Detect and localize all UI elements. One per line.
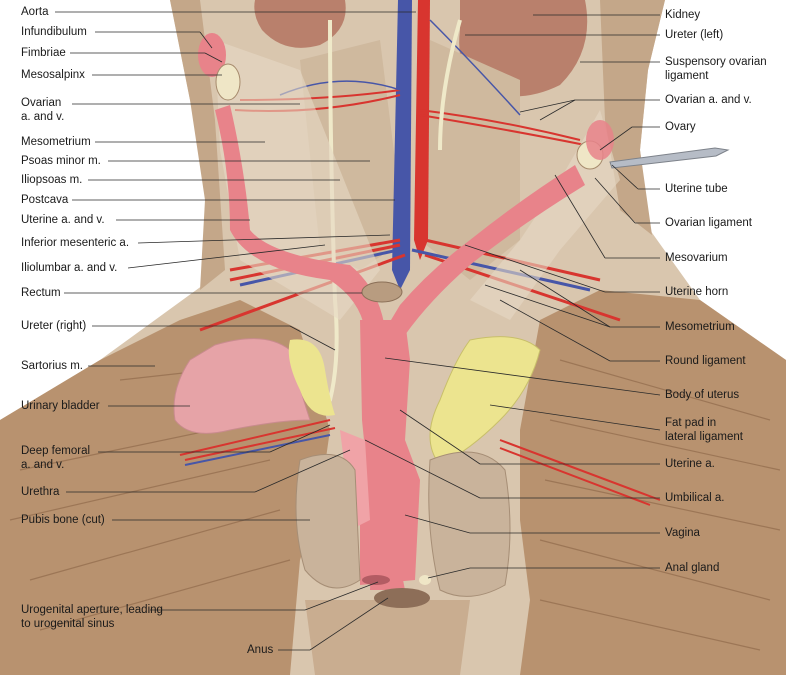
- infundibulum-shape: [198, 33, 226, 77]
- aorta-vessel: [414, 0, 430, 260]
- label-ovarian-ligament: Ovarian ligament: [665, 217, 752, 229]
- label-mesovarium: Mesovarium: [665, 252, 728, 264]
- label-deep-femoral: Deep femoral a. and v.: [21, 444, 90, 472]
- uterine-horn-right: [385, 165, 585, 335]
- label-urethra: Urethra: [21, 486, 60, 498]
- label-vagina: Vagina: [665, 527, 700, 539]
- label-pubis-bone: Pubis bone (cut): [21, 514, 105, 526]
- label-ureter-left: Ureter (left): [665, 29, 724, 41]
- label-body-of-uterus: Body of uterus: [665, 389, 740, 401]
- urogenital-aperture-shape: [362, 575, 390, 585]
- rectum-shape: [361, 281, 403, 303]
- label-suspensory-ligament: Suspensory ovarian ligament: [665, 55, 767, 83]
- leader-lines: [55, 11, 661, 651]
- label-urogenital-aperture-line1: Urogenital aperture, leading: [21, 604, 163, 616]
- label-mesometrium-left: Mesometrium: [21, 136, 91, 148]
- label-deep-femoral-line2: a. and v.: [21, 459, 65, 471]
- label-urinary-bladder: Urinary bladder: [21, 400, 100, 412]
- deep-femoral-vessels: [179, 419, 336, 461]
- label-ovarian-av-left-line2: a. and v.: [21, 111, 65, 123]
- label-urogenital-aperture: Urogenital aperture, leading to urogenit…: [21, 603, 163, 631]
- label-iliopsoas: Iliopsoas m.: [21, 174, 83, 186]
- postcava-vessel: [392, 0, 412, 290]
- label-anus: Anus: [247, 644, 274, 656]
- label-rectum: Rectum: [21, 287, 61, 299]
- left-thigh-striations: [9, 359, 301, 631]
- label-anal-gland: Anal gland: [665, 562, 720, 574]
- label-kidney: Kidney: [665, 9, 701, 21]
- right-femoral-vessels: [499, 439, 661, 506]
- label-uterine-a: Uterine a.: [665, 458, 715, 470]
- label-ovarian-av-left-line1: Ovarian: [21, 97, 62, 109]
- label-fimbriae: Fimbriae: [21, 47, 66, 59]
- fat-pad-left: [288, 339, 335, 416]
- label-ureter-right: Ureter (right): [21, 320, 87, 332]
- deep-femoral-vein: [184, 434, 331, 466]
- bladder-shape: [173, 338, 311, 434]
- vagina-shape: [360, 440, 420, 585]
- label-suspensory-ligament-line2: ligament: [665, 70, 709, 82]
- label-urogenital-aperture-line2: to urogenital sinus: [21, 618, 115, 630]
- body-wall-left-shade: [170, 0, 225, 290]
- label-aorta: Aorta: [21, 6, 49, 18]
- label-uterine-av: Uterine a. and v.: [21, 214, 105, 226]
- label-postcava: Postcava: [21, 194, 69, 206]
- uterine-horn-left: [215, 105, 385, 330]
- pubis-left: [295, 453, 361, 589]
- tail-base: [305, 600, 470, 675]
- probe-tool: [609, 147, 730, 169]
- label-psoas-minor: Psoas minor m.: [21, 155, 101, 167]
- uterine-tube-left-shape: [586, 120, 614, 160]
- ovary-right-shape: [215, 63, 241, 101]
- label-mesosalpinx: Mesosalpinx: [21, 69, 85, 81]
- label-inferior-mesenteric: Inferior mesenteric a.: [21, 237, 130, 249]
- label-mesometrium-right: Mesometrium: [665, 321, 735, 333]
- label-uterine-tube: Uterine tube: [665, 183, 728, 195]
- anus-shape: [374, 588, 430, 608]
- label-round-ligament: Round ligament: [665, 355, 746, 367]
- label-uterine-horn: Uterine horn: [665, 286, 729, 298]
- label-fat-pad-line2: lateral ligament: [665, 431, 743, 443]
- anal-gland-shape: [419, 575, 431, 585]
- label-deep-femoral-line1: Deep femoral: [21, 445, 91, 457]
- label-suspensory-ligament-line1: Suspensory ovarian: [665, 56, 767, 68]
- pubis-right: [428, 451, 511, 597]
- label-umbilical-a: Umbilical a.: [665, 492, 725, 504]
- label-sartorius: Sartorius m.: [21, 360, 83, 372]
- label-ovary: Ovary: [665, 121, 696, 133]
- label-ovarian-av-right: Ovarian a. and v.: [665, 94, 752, 106]
- label-ovarian-av-left: Ovarian a. and v.: [21, 96, 64, 124]
- label-iliolumbar: Iliolumbar a. and v.: [21, 262, 118, 274]
- label-infundibulum: Infundibulum: [21, 26, 87, 38]
- right-thigh-muscles: [520, 290, 786, 675]
- label-fat-pad-line1: Fat pad in: [665, 417, 717, 429]
- fat-pad-right: [429, 336, 541, 466]
- label-fat-pad: Fat pad in lateral ligament: [665, 416, 743, 444]
- right-thigh-striations: [539, 359, 781, 651]
- ureter-left-vessel: [438, 19, 462, 151]
